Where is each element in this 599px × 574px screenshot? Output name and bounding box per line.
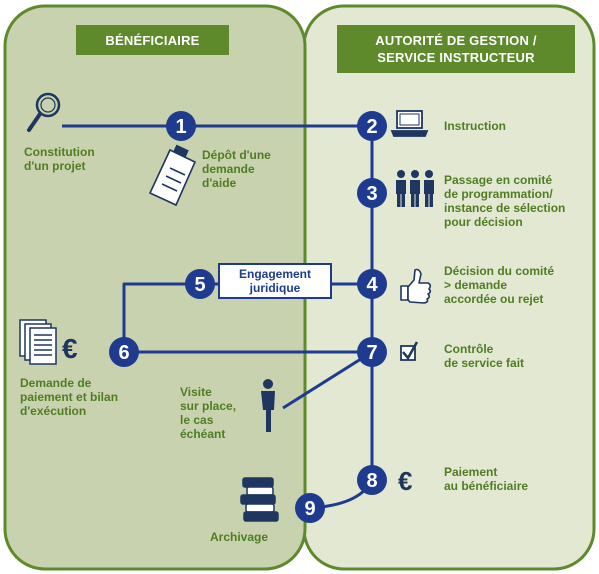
step-6-number: 6	[118, 342, 129, 364]
step-1-marker: 1	[166, 111, 196, 141]
step-4-marker: 4	[357, 269, 387, 299]
step-7-marker: 7	[357, 337, 387, 367]
step-9-marker: 9	[295, 493, 325, 523]
step-5-marker: 5	[185, 269, 215, 299]
step-1-label: Dépôt d'une demande d'aide	[202, 148, 271, 190]
person-icon	[261, 379, 275, 432]
euro-icon: €	[62, 333, 78, 364]
step-3-marker: 3	[357, 178, 387, 208]
step-8-marker: 8	[357, 465, 387, 495]
step-4-label: Décision du comité > demande accordée ou…	[444, 264, 555, 306]
books-icon	[240, 477, 279, 522]
step-7-label: Contrôle de service fait	[444, 342, 525, 370]
step-8-label: Paiement au bénéficiaire	[444, 465, 529, 493]
documents-icon	[19, 319, 57, 365]
step-2-label: Instruction	[444, 119, 506, 133]
step-9-number: 9	[304, 498, 315, 520]
step-5-number: 5	[194, 274, 205, 296]
thumbs-up-icon	[400, 268, 432, 304]
connector-line	[282, 350, 373, 410]
laptop-icon	[390, 110, 429, 137]
step-1-number: 1	[175, 116, 186, 138]
step-5-engagement-box: Engagement juridique	[218, 263, 332, 299]
constitution-label: Constitution d'un projet	[24, 145, 95, 173]
step-6-label: Demande de paiement et bilan d'exécution	[20, 376, 119, 418]
visite-label: Visite sur place, le cas échéant	[180, 385, 237, 441]
beneficiaire-header: BÉNÉFICIAIRE	[76, 25, 229, 55]
step-3-number: 3	[366, 183, 377, 205]
euro-payment-icon: €	[398, 466, 412, 496]
step-3-label: Passage en comité de programmation/ inst…	[444, 173, 566, 229]
step-7-number: 7	[366, 342, 377, 364]
checkbox-icon	[400, 341, 419, 361]
autorite-header: AUTORITÉ DE GESTION / SERVICE INSTRUCTEU…	[337, 25, 575, 73]
clipboard-icon	[148, 144, 197, 207]
step-8-number: 8	[366, 470, 377, 492]
step-6-marker: 6	[109, 337, 139, 367]
step-2-marker: 2	[357, 111, 387, 141]
step-2-number: 2	[366, 116, 377, 138]
magnifier-icon	[27, 92, 61, 132]
step-4-number: 4	[366, 274, 378, 296]
step-9-label: Archivage	[210, 530, 269, 544]
committee-people-icon	[396, 170, 434, 207]
